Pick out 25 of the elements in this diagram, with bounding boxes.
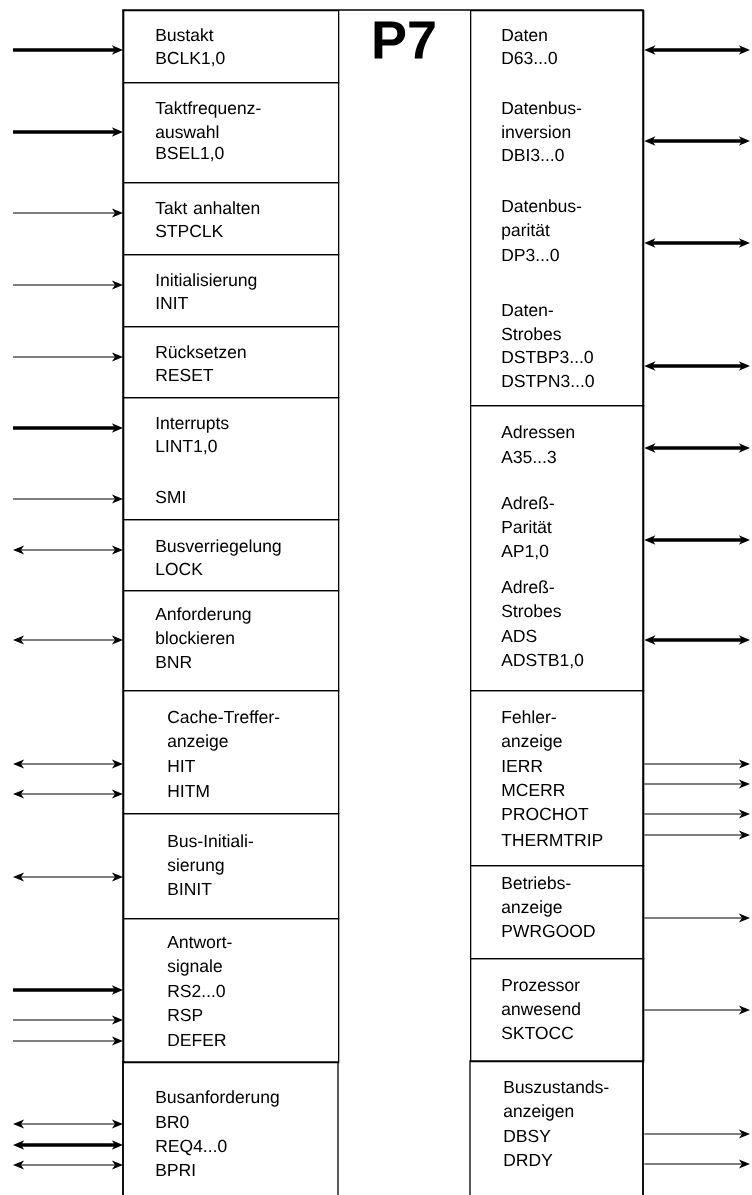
signal-group-box: Initialisierung INIT xyxy=(123,254,340,328)
signal-group-box: Rücksetzen RESET xyxy=(123,326,340,399)
signal-group-box: Antwort- signale RS2...0 RSP DEFER xyxy=(123,918,340,1064)
signal-group-box: Takt anhalten STPCLK xyxy=(123,182,340,256)
signal-arrow xyxy=(13,1119,123,1129)
signal-group-box: Busverriegelung LOCK xyxy=(123,519,340,592)
signal-arrow xyxy=(13,872,123,882)
signal-arrow xyxy=(13,759,123,769)
signal-group-box: Daten D63...0 Datenbus- inversion DBI3...0 Datenbus- parität DP3...0 Daten- Strobes DSTBP3...0 DSTPN3...0 xyxy=(470,10,645,407)
signal-group-box: Bus-Initiali- sierung BINIT xyxy=(123,813,340,920)
signal-group-box: Interrupts LINT1,0 SMI xyxy=(123,397,340,521)
signal-arrow xyxy=(13,635,123,645)
signal-group-box: Adressen A35...3 Adreß- Parität AP1,0 Adreß- Strobes ADS ADSTB1,0 xyxy=(470,405,645,692)
signal-group-box: Cache-Treffer- anzeige HIT HITM xyxy=(123,690,340,815)
signal-group-box: Prozessor anwesend SKTOCC xyxy=(470,958,645,1063)
signal-group-box: Bustakt BCLK1,0 xyxy=(123,10,340,84)
signal-group-box: Betriebs- anzeige PWRGOOD xyxy=(470,865,645,960)
signal-group-box: Fehler- anzeige IERR MCERR PROCHOT THERMTRIP xyxy=(470,690,645,867)
signal-group-box: Anforderung blockieren BNR xyxy=(123,590,340,692)
signal-group-box: Busanforderung BR0 REQ4...0 BPRI xyxy=(122,1061,339,1195)
signal-arrow xyxy=(13,789,123,799)
signal-arrow xyxy=(13,1160,123,1170)
signal-group-box: Buszustands- anzeigen DBSY DRDY xyxy=(469,1060,644,1195)
signal-arrow xyxy=(13,545,123,555)
signal-group-box: Taktfrequenz- auswahl BSEL1,0 xyxy=(123,82,340,184)
